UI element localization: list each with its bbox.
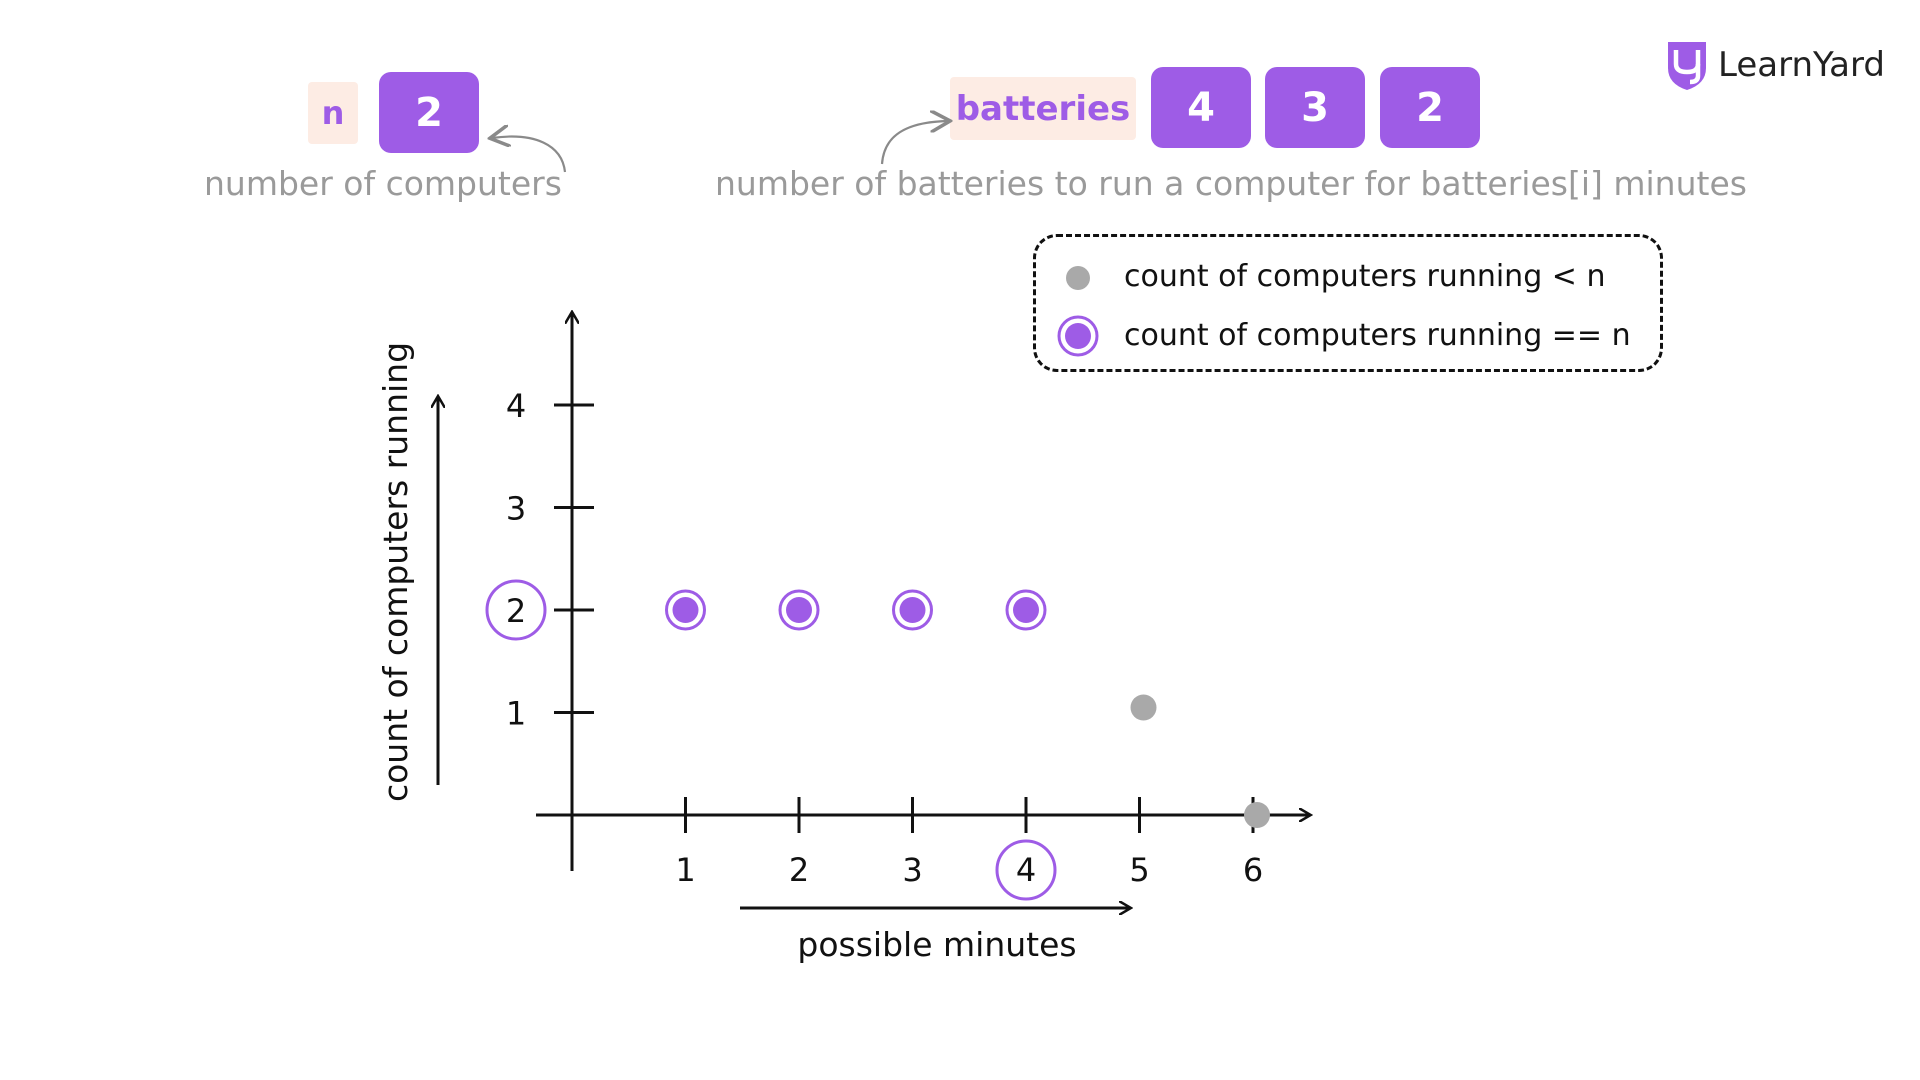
x-tick-label-4: 4 — [1016, 851, 1036, 889]
point-less-n-0 — [1130, 694, 1157, 721]
legend-purple-text: count of computers running == n — [1124, 318, 1631, 353]
legend: count of computers running < n count of … — [1033, 234, 1663, 372]
y-tick-label-2: 2 — [506, 592, 526, 630]
legend-purple-ring-dot-icon — [1057, 315, 1099, 357]
battery-value-box-2: 2 — [1380, 67, 1480, 148]
x-tick-highlight-ring — [995, 839, 1057, 901]
n-value-box: 2 — [379, 72, 479, 153]
shield-y-icon — [1668, 42, 1706, 90]
x-tick-label-6: 6 — [1243, 851, 1263, 889]
n-label: n — [308, 82, 358, 144]
x-axis-title: possible minutes — [797, 925, 1076, 964]
point-less-n-1 — [1244, 802, 1270, 828]
point-equal-n-1 — [786, 597, 812, 623]
x-tick-label-1: 1 — [675, 851, 695, 889]
batteries-caption: number of batteries to run a computer fo… — [715, 164, 1747, 203]
legend-gray-dot-icon — [1066, 266, 1090, 290]
point-equal-n-3 — [1013, 597, 1039, 623]
point-equal-n-2 — [899, 597, 926, 623]
x-tick-label-3: 3 — [902, 851, 922, 889]
brand-name: LearnYard — [1718, 45, 1885, 85]
x-tick-label-2: 2 — [789, 851, 809, 889]
battery-value-box-1: 3 — [1265, 67, 1365, 148]
batteries-label: batteries — [950, 77, 1136, 140]
legend-gray-text: count of computers running < n — [1124, 259, 1606, 294]
learnyard-logo: LearnYard — [1664, 38, 1885, 92]
y-tick-label-1: 1 — [506, 695, 526, 733]
battery-value-box-0: 4 — [1151, 67, 1251, 148]
y-tick-highlight-ring — [485, 579, 547, 641]
y-tick-label-3: 3 — [506, 490, 526, 528]
point-equal-n-0 — [672, 597, 699, 623]
x-tick-label-5: 5 — [1129, 851, 1149, 889]
y-axis-title: count of computers running — [376, 342, 415, 802]
y-tick-label-4: 4 — [506, 387, 526, 425]
